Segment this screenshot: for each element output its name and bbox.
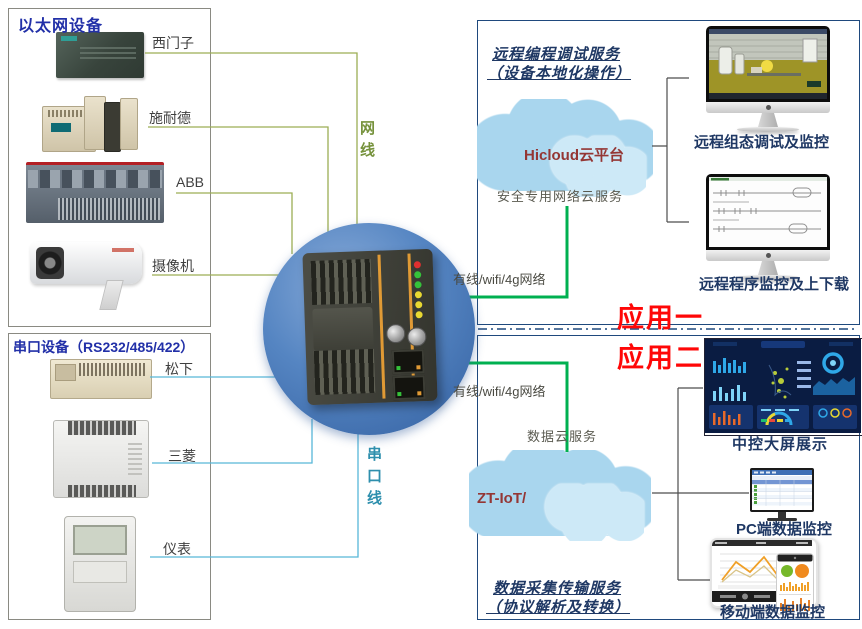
mitsubishi-plc-image — [53, 420, 149, 498]
hicloud-cloud-icon: Hicloud云平台 — [477, 99, 653, 197]
pc-monitor-image — [750, 468, 814, 521]
device-label-camera: 摄像机 — [152, 258, 194, 274]
imac-monitor-1 — [706, 26, 830, 132]
app1-badge: 应用一 — [617, 303, 704, 333]
serial-cable-label: 串口线 — [365, 446, 382, 512]
device-label-panasonic: 松下 — [165, 361, 193, 377]
serial-box-title: 串口设备（RS232/485/422） — [13, 339, 195, 355]
ztiot-cloud-name: ZT-IoT/ — [477, 490, 527, 507]
ztiot-cloud-icon: ZT-IoT/ — [469, 450, 651, 542]
hicloud-cloud-caption: 安全专用网络云服务 — [497, 189, 624, 204]
camera-image — [30, 242, 142, 310]
device-label-siemens: 西门子 — [152, 35, 194, 51]
bigscreen-label: 中控大屏展示 — [732, 436, 829, 453]
meter-image — [64, 516, 136, 612]
device-label-abb: ABB — [176, 174, 205, 190]
siemens-plc-image — [56, 32, 144, 78]
device-label-meter: 仪表 — [163, 541, 191, 557]
imac-monitor-2 — [706, 174, 830, 280]
antenna-connector-icon — [407, 327, 427, 347]
bigscreen-image — [704, 338, 862, 436]
monitor1-label: 远程组态调试及监控 — [694, 134, 830, 151]
data-cloud-caption: 数据云服务 — [527, 429, 598, 444]
phone-image — [776, 553, 814, 615]
scada-screen — [709, 29, 827, 99]
app2-service-title-line2: （协议解析及转换） — [486, 599, 631, 616]
ethernet-box-title: 以太网设备 — [18, 18, 104, 35]
panasonic-plc-image — [50, 359, 152, 399]
phone-chart-screen — [776, 553, 814, 615]
device-label-mitsubishi: 三菱 — [168, 448, 196, 464]
device-label-schneider: 施耐德 — [149, 110, 191, 126]
uplink-label-bottom: 有线/wifi/4g网络 — [453, 384, 546, 399]
pc-data-screen — [752, 470, 812, 510]
pc-label: PC端数据监控 — [736, 521, 832, 538]
dashboard-screen — [705, 339, 861, 433]
ladder-logic-screen — [709, 177, 827, 247]
ethernet-port-icon — [391, 349, 425, 375]
gateway-led-indicators — [413, 261, 421, 269]
app1-service-title-line2: （设备本地化操作） — [487, 65, 632, 82]
uplink-label-top: 有线/wifi/4g网络 — [453, 272, 546, 287]
app2-service-title-line1: 数据采集传输服务 — [493, 580, 622, 597]
monitor2-label: 远程程序监控及上下载 — [699, 276, 850, 293]
app1-service-title-line1: 远程编程调试服务 — [492, 46, 621, 63]
gateway-hub-circle — [263, 223, 475, 435]
hicloud-cloud-name: Hicloud云平台 — [524, 147, 624, 164]
app2-badge: 应用二 — [617, 343, 704, 373]
abb-plc-image — [26, 162, 164, 223]
ethernet-port-icon — [392, 375, 426, 401]
gateway-device-image — [302, 248, 438, 406]
antenna-connector-icon — [385, 323, 406, 344]
ethernet-cable-label: 网线 — [358, 120, 375, 164]
mobile-label: 移动端数据监控 — [720, 604, 826, 621]
schneider-plc-image — [42, 94, 138, 152]
